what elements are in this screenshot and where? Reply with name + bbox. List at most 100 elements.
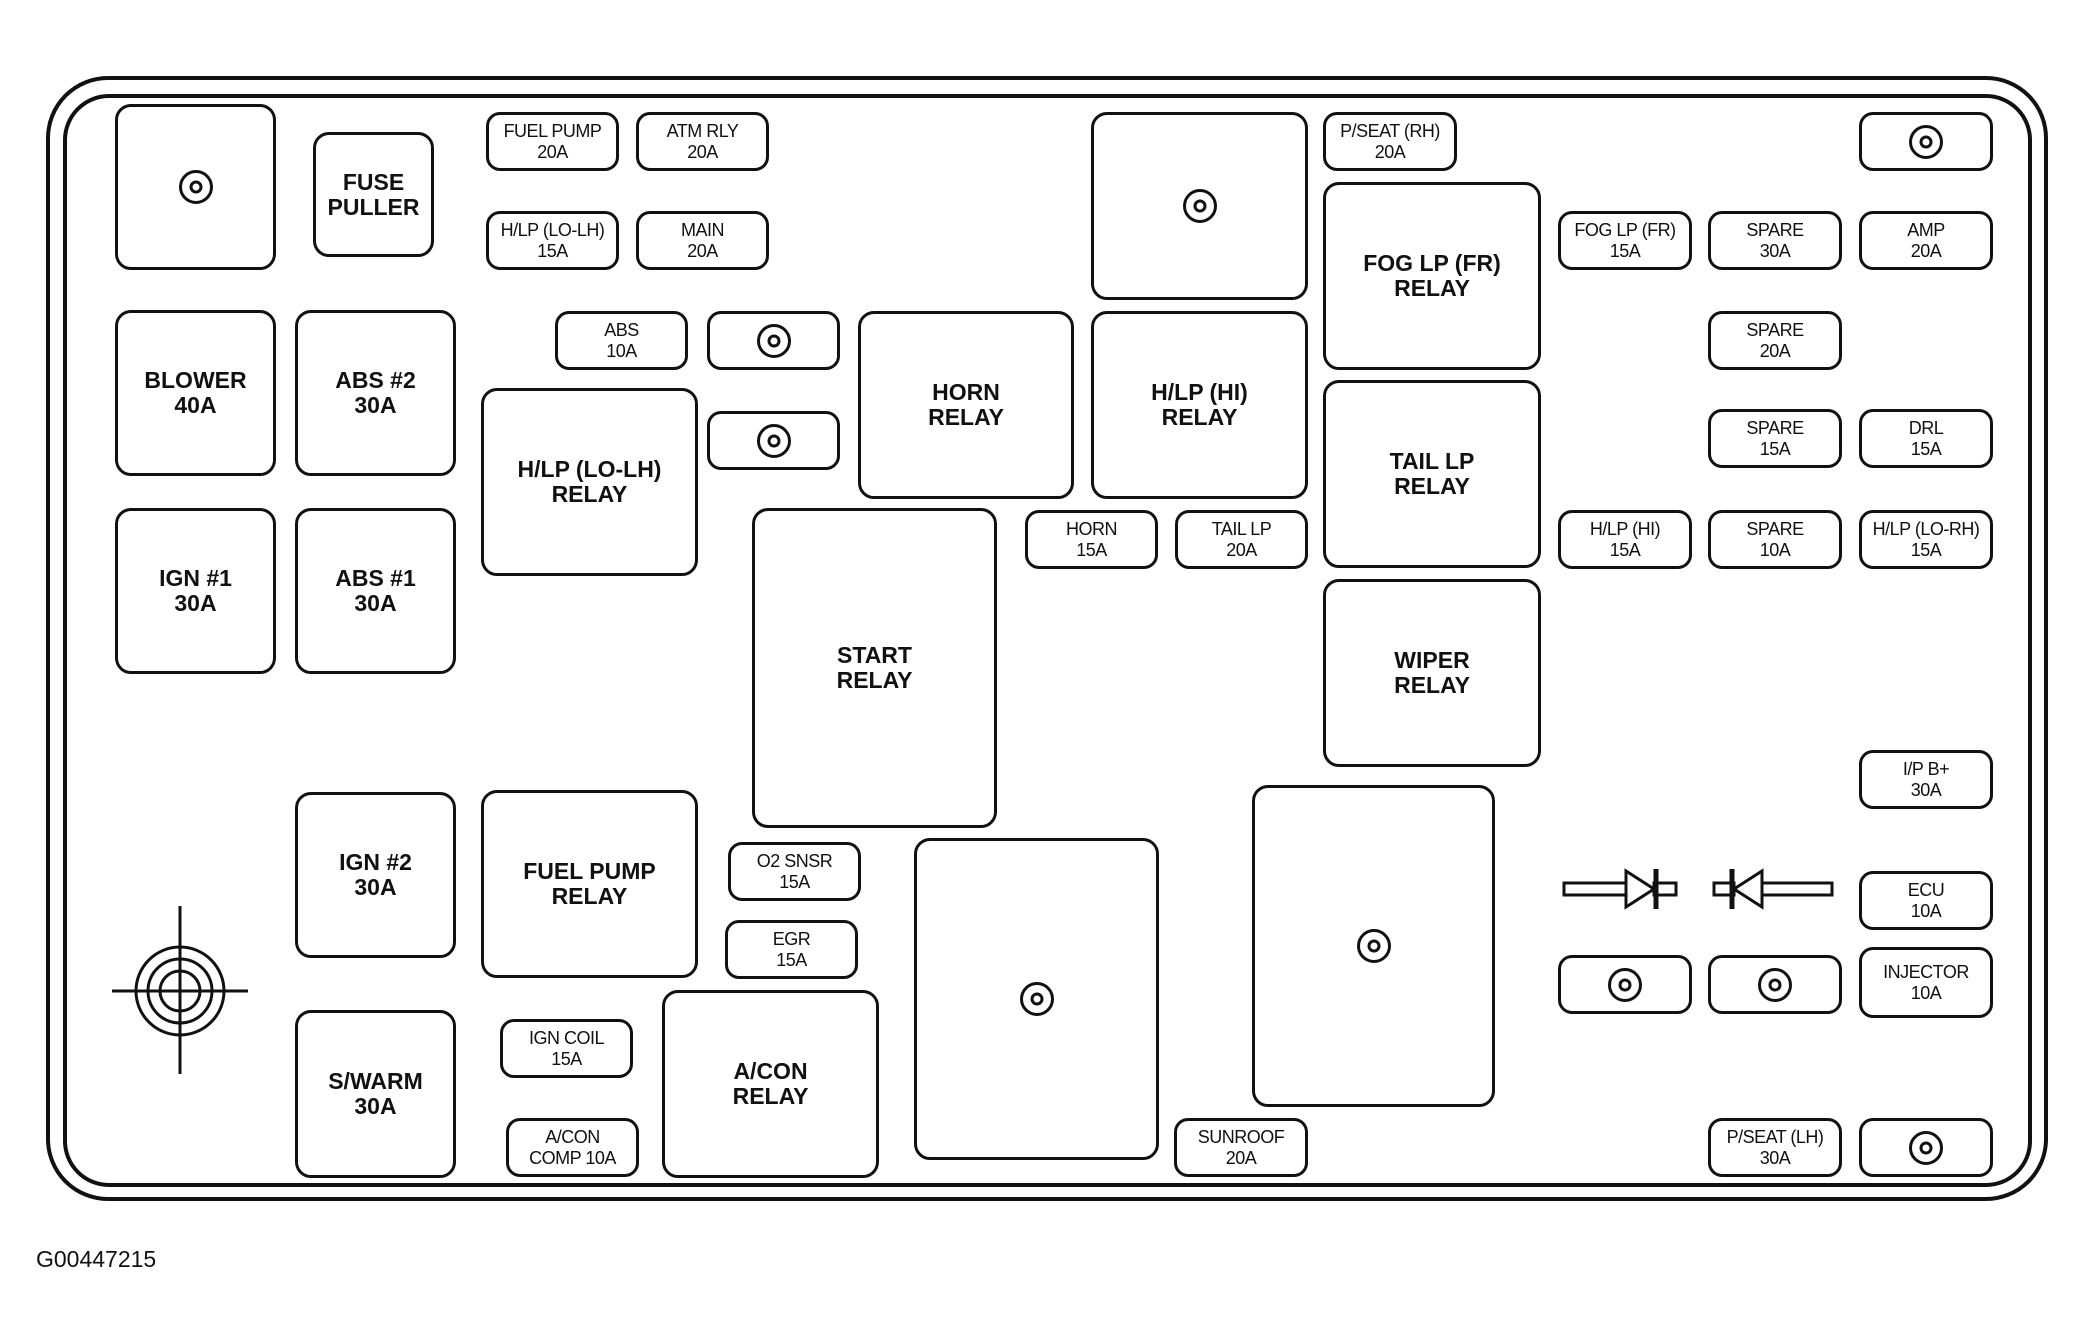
drl-fuse: DRL 15A bbox=[1859, 409, 1993, 468]
diode-icon bbox=[1712, 868, 1834, 910]
o2-snsr-fuse: O2 SNSR 15A bbox=[728, 842, 861, 901]
blower-fuse: BLOWER 40A bbox=[115, 310, 276, 476]
acon-comp-fuse-label: A/CON COMP 10A bbox=[529, 1126, 616, 1168]
hlp-hi-relay-label: H/LP (HI) RELAY bbox=[1151, 379, 1248, 430]
spare-20a-fuse-label: SPARE 20A bbox=[1746, 319, 1804, 361]
bolt-terminal-icon bbox=[1608, 967, 1642, 1002]
fuel-pump-relay-label: FUEL PUMP RELAY bbox=[523, 858, 656, 909]
hlp-hi-fuse: H/LP (HI) 15A bbox=[1558, 510, 1692, 569]
empty-slot-with-bolt-lower-center bbox=[914, 838, 1159, 1160]
drl-fuse-label: DRL 15A bbox=[1908, 417, 1944, 459]
ip-b-fuse: I/P B+ 30A bbox=[1859, 750, 1993, 809]
blower-fuse-label: BLOWER 40A bbox=[144, 367, 247, 418]
sunroof-fuse: SUNROOF 20A bbox=[1174, 1118, 1308, 1177]
abs-fuse-label: ABS 10A bbox=[604, 319, 639, 361]
ign2-fuse-label: IGN #2 30A bbox=[339, 849, 412, 900]
pseat-lh-fuse-label: P/SEAT (LH) 30A bbox=[1726, 1126, 1824, 1168]
ign-coil-fuse-label: IGN COIL 15A bbox=[528, 1027, 605, 1069]
hlp-lo-lh-fuse: H/LP (LO-LH) 15A bbox=[486, 211, 619, 270]
hlp-lo-lh-relay-label: H/LP (LO-LH) RELAY bbox=[517, 456, 662, 507]
abs-fuse: ABS 10A bbox=[555, 311, 688, 370]
fog-lp-fr-fuse-label: FOG LP (FR) 15A bbox=[1574, 219, 1676, 261]
fuse-box-outer-outline bbox=[46, 76, 2048, 1201]
sunroof-fuse-label: SUNROOF 20A bbox=[1197, 1126, 1285, 1168]
amp-fuse: AMP 20A bbox=[1859, 211, 1993, 270]
bolt-terminal-icon bbox=[756, 423, 791, 458]
hlp-lo-rh-fuse-label: H/LP (LO-RH) 15A bbox=[1872, 518, 1980, 560]
pseat-rh-fuse: P/SEAT (RH) 20A bbox=[1323, 112, 1457, 171]
empty-slot-with-bolt-top-left bbox=[115, 104, 276, 270]
fuel-pump-fuse-label: FUEL PUMP 20A bbox=[503, 120, 602, 162]
fog-lp-fr-relay: FOG LP (FR) RELAY bbox=[1323, 182, 1541, 370]
ign1-fuse: IGN #1 30A bbox=[115, 508, 276, 674]
spare-10a-fuse: SPARE 10A bbox=[1708, 510, 1842, 569]
empty-bolt-slot-2 bbox=[707, 411, 840, 470]
bolt-terminal-icon bbox=[1182, 189, 1217, 223]
tail-lp-fuse-label: TAIL LP 20A bbox=[1211, 518, 1272, 560]
acon-relay-label: A/CON RELAY bbox=[732, 1058, 809, 1109]
acon-relay: A/CON RELAY bbox=[662, 990, 879, 1178]
empty-bolt-slot-diode-left bbox=[1558, 955, 1692, 1014]
bolt-terminal-icon bbox=[1758, 967, 1792, 1002]
bolt-terminal-icon bbox=[1019, 982, 1054, 1016]
ign-coil-fuse: IGN COIL 15A bbox=[500, 1019, 633, 1078]
empty-slot-with-bolt-top-center bbox=[1091, 112, 1308, 300]
horn-relay: HORN RELAY bbox=[858, 311, 1074, 499]
hlp-lo-lh-fuse-label: H/LP (LO-LH) 15A bbox=[500, 219, 605, 261]
empty-bolt-slot-bottom-right bbox=[1859, 1118, 1993, 1177]
horn-fuse: HORN 15A bbox=[1025, 510, 1158, 569]
diode-icon bbox=[1562, 868, 1678, 910]
mounting-hole-crosshair-icon bbox=[112, 906, 248, 1074]
spare-15a-fuse: SPARE 15A bbox=[1708, 409, 1842, 468]
fuel-pump-relay: FUEL PUMP RELAY bbox=[481, 790, 698, 978]
o2-snsr-fuse-label: O2 SNSR 15A bbox=[756, 850, 833, 892]
swarm-fuse-label: S/WARM 30A bbox=[328, 1068, 423, 1119]
tail-lp-relay-label: TAIL LP RELAY bbox=[1389, 448, 1475, 499]
start-relay: START RELAY bbox=[752, 508, 997, 828]
bolt-terminal-icon bbox=[1909, 124, 1943, 159]
spare-20a-fuse: SPARE 20A bbox=[1708, 311, 1842, 370]
abs1-fuse-label: ABS #1 30A bbox=[335, 565, 416, 616]
main-fuse: MAIN 20A bbox=[636, 211, 769, 270]
spare-30a-fuse-label: SPARE 30A bbox=[1746, 219, 1804, 261]
egr-fuse: EGR 15A bbox=[725, 920, 858, 979]
abs2-fuse: ABS #2 30A bbox=[295, 310, 456, 476]
horn-fuse-label: HORN 15A bbox=[1066, 518, 1118, 560]
bolt-terminal-icon bbox=[756, 323, 791, 358]
egr-fuse-label: EGR 15A bbox=[772, 928, 811, 970]
spare-30a-fuse: SPARE 30A bbox=[1708, 211, 1842, 270]
abs1-fuse: ABS #1 30A bbox=[295, 508, 456, 674]
fog-lp-fr-relay-label: FOG LP (FR) RELAY bbox=[1363, 250, 1501, 301]
bolt-terminal-icon bbox=[1909, 1130, 1943, 1165]
injector-fuse-label: INJECTOR 10A bbox=[1883, 961, 1969, 1003]
empty-bolt-slot-diode-right bbox=[1708, 955, 1842, 1014]
figure-id: G00447215 bbox=[36, 1246, 157, 1272]
ign1-fuse-label: IGN #1 30A bbox=[159, 565, 232, 616]
horn-relay-label: HORN RELAY bbox=[928, 379, 1004, 430]
hlp-lo-rh-fuse: H/LP (LO-RH) 15A bbox=[1859, 510, 1993, 569]
fog-lp-fr-fuse: FOG LP (FR) 15A bbox=[1558, 211, 1692, 270]
tail-lp-fuse: TAIL LP 20A bbox=[1175, 510, 1308, 569]
ign2-fuse: IGN #2 30A bbox=[295, 792, 456, 958]
pseat-rh-fuse-label: P/SEAT (RH) 20A bbox=[1340, 120, 1440, 162]
amp-fuse-label: AMP 20A bbox=[1907, 219, 1945, 261]
spare-10a-fuse-label: SPARE 10A bbox=[1746, 518, 1804, 560]
fuse-puller: FUSE PULLER bbox=[313, 132, 434, 257]
hlp-hi-fuse-label: H/LP (HI) 15A bbox=[1589, 518, 1661, 560]
tail-lp-relay: TAIL LP RELAY bbox=[1323, 380, 1541, 568]
fuse-puller-label: FUSE PULLER bbox=[327, 168, 420, 220]
spare-15a-fuse-label: SPARE 15A bbox=[1746, 417, 1804, 459]
hlp-lo-lh-relay: H/LP (LO-LH) RELAY bbox=[481, 388, 698, 576]
abs2-fuse-label: ABS #2 30A bbox=[335, 367, 416, 418]
swarm-fuse: S/WARM 30A bbox=[295, 1010, 456, 1178]
empty-slot-with-bolt-lower-right bbox=[1252, 785, 1495, 1107]
atm-rly-fuse-label: ATM RLY 20A bbox=[666, 120, 739, 162]
main-fuse-label: MAIN 20A bbox=[681, 219, 725, 261]
hlp-hi-relay: H/LP (HI) RELAY bbox=[1091, 311, 1308, 499]
injector-fuse: INJECTOR 10A bbox=[1859, 947, 1993, 1018]
ecu-fuse-label: ECU 10A bbox=[1907, 879, 1945, 921]
fuel-pump-fuse: FUEL PUMP 20A bbox=[486, 112, 619, 171]
wiper-relay-label: WIPER RELAY bbox=[1394, 647, 1470, 698]
pseat-lh-fuse: P/SEAT (LH) 30A bbox=[1708, 1118, 1842, 1177]
fuse-box-inner-outline bbox=[63, 94, 2032, 1187]
